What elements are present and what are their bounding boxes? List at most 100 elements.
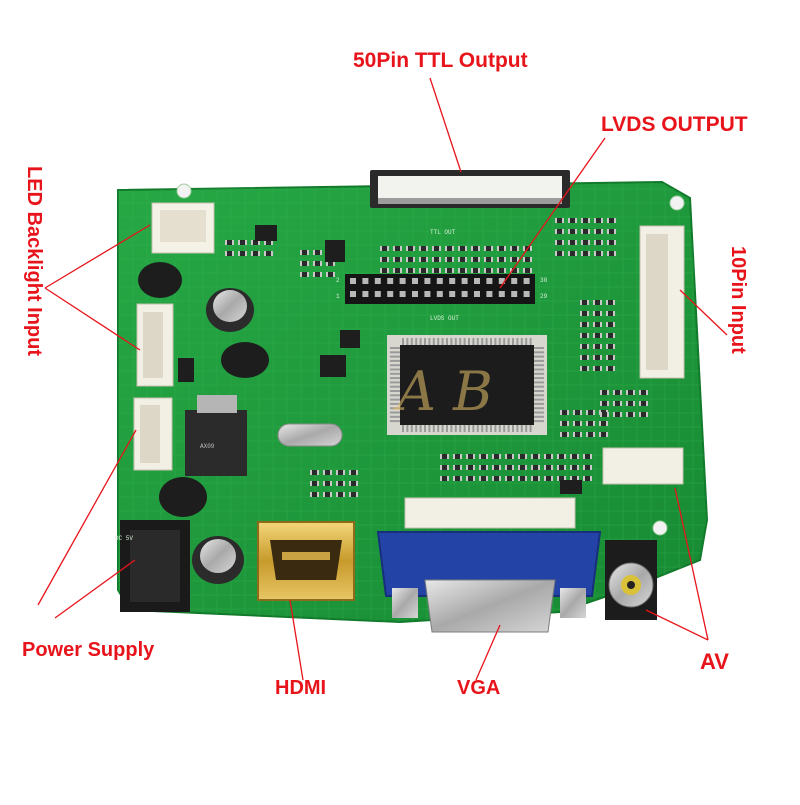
smd-body bbox=[531, 476, 540, 481]
smd-pad bbox=[562, 240, 564, 245]
smd-body bbox=[570, 454, 579, 459]
chip-lead bbox=[485, 425, 488, 432]
smd-pad bbox=[426, 268, 428, 273]
smd-pad bbox=[588, 229, 590, 234]
smd-body bbox=[593, 344, 602, 349]
smd-pad bbox=[639, 401, 641, 406]
smd-pad bbox=[497, 268, 499, 273]
smd-pad bbox=[505, 465, 507, 470]
crystal bbox=[277, 423, 343, 447]
chip-lead bbox=[406, 425, 409, 432]
smd-pad bbox=[458, 246, 460, 251]
smd-pad bbox=[562, 229, 564, 234]
smd-body bbox=[484, 246, 493, 251]
smd-body bbox=[581, 251, 590, 256]
chip-lead bbox=[390, 347, 400, 349]
smd-part bbox=[323, 470, 332, 475]
smd-part bbox=[580, 333, 589, 338]
smd-pad bbox=[471, 257, 473, 262]
watermark-text: A B bbox=[392, 360, 493, 423]
chip-lead bbox=[437, 425, 440, 432]
smd-body bbox=[406, 257, 415, 262]
chip-lead bbox=[476, 425, 479, 432]
smd-part bbox=[607, 218, 616, 223]
smd-pad bbox=[577, 465, 579, 470]
chip-lead bbox=[390, 351, 400, 354]
smd-pad bbox=[570, 454, 572, 459]
smd-part bbox=[593, 333, 602, 338]
smd-body bbox=[323, 481, 332, 486]
smd-body bbox=[323, 492, 332, 497]
smd-pad bbox=[387, 268, 389, 273]
chip-lead bbox=[424, 425, 426, 432]
smd-part bbox=[251, 251, 260, 256]
smd-pad bbox=[473, 454, 475, 459]
smd-part bbox=[639, 390, 648, 395]
chip-lead bbox=[390, 394, 400, 397]
smd-part bbox=[626, 401, 635, 406]
smd-body bbox=[523, 257, 532, 262]
header-pin bbox=[412, 291, 418, 297]
smd-pad bbox=[400, 246, 402, 251]
smd-part bbox=[419, 246, 428, 251]
smd-pad bbox=[466, 465, 468, 470]
smd-part bbox=[505, 454, 514, 459]
smd-pad bbox=[504, 257, 506, 262]
smd-part bbox=[492, 476, 501, 481]
smd-pad bbox=[447, 454, 449, 459]
smd-body bbox=[458, 246, 467, 251]
smd-body bbox=[497, 257, 506, 262]
smd-pad bbox=[573, 432, 575, 437]
chip-lead bbox=[390, 372, 400, 375]
ttl-output-label: 50Pin TTL Output bbox=[353, 49, 528, 72]
smd-body bbox=[458, 257, 467, 262]
smd-part bbox=[573, 432, 582, 437]
smd-body bbox=[594, 240, 603, 245]
smd-pad bbox=[447, 476, 449, 481]
smd-body bbox=[479, 476, 488, 481]
smd-pad bbox=[264, 240, 266, 245]
chip-lead bbox=[534, 359, 544, 362]
smd-pad bbox=[600, 412, 602, 417]
smd-body bbox=[568, 229, 577, 234]
smd-pad bbox=[580, 355, 582, 360]
smd-pad bbox=[432, 257, 434, 262]
chip-lead bbox=[450, 425, 453, 432]
smd-pad bbox=[614, 240, 616, 245]
smd-body bbox=[440, 454, 449, 459]
chip-lead bbox=[503, 425, 506, 432]
smd-pad bbox=[300, 250, 302, 255]
smd-part bbox=[336, 470, 345, 475]
smd-pad bbox=[613, 355, 615, 360]
header-pin bbox=[511, 278, 518, 284]
smd-body bbox=[586, 432, 595, 437]
smd-part bbox=[313, 272, 322, 277]
smd-body bbox=[518, 454, 527, 459]
smd-pad bbox=[613, 322, 615, 327]
smd-body bbox=[510, 268, 519, 273]
smd-pad bbox=[593, 344, 595, 349]
smd-part bbox=[497, 257, 506, 262]
smd-part bbox=[393, 246, 402, 251]
smd-pad bbox=[580, 300, 582, 305]
smd-part bbox=[594, 251, 603, 256]
header-pin bbox=[387, 291, 394, 297]
smd-pad bbox=[505, 476, 507, 481]
smd-body bbox=[264, 240, 273, 245]
smd-body bbox=[606, 311, 615, 316]
smd-body bbox=[300, 250, 309, 255]
chip-lead bbox=[459, 425, 462, 432]
smd-pad bbox=[232, 240, 234, 245]
smd-pad bbox=[245, 251, 247, 256]
smd-pad bbox=[478, 257, 480, 262]
smd-body bbox=[445, 257, 454, 262]
smd-pad bbox=[593, 421, 595, 426]
chip-lead bbox=[534, 411, 544, 414]
smd-pad bbox=[413, 268, 415, 273]
chip-lead bbox=[476, 338, 479, 345]
smd-pad bbox=[600, 300, 602, 305]
smd-pad bbox=[544, 465, 546, 470]
smd-body bbox=[580, 355, 589, 360]
smd-body bbox=[568, 218, 577, 223]
smd-pad bbox=[523, 246, 525, 251]
